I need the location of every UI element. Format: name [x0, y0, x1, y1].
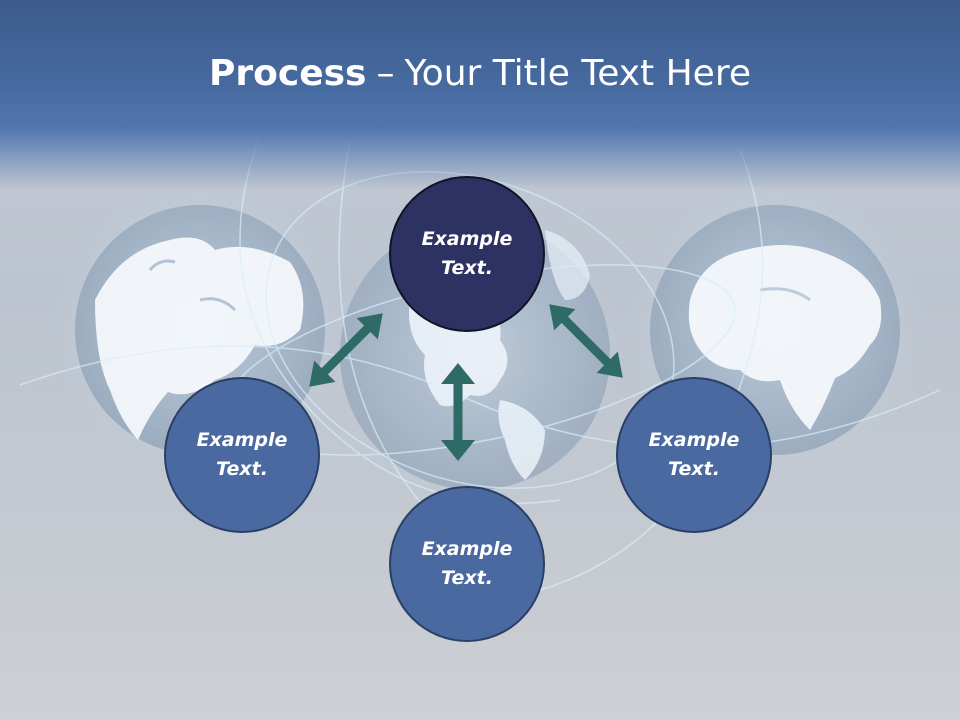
header-band: [0, 0, 960, 190]
arrow-top-left: [309, 313, 383, 387]
node-right: Example Text.: [616, 377, 772, 533]
node-top: Example Text.: [389, 176, 545, 332]
node-bottom-label: Example Text.: [421, 538, 513, 589]
node-right-label: Example Text.: [648, 429, 740, 480]
node-left-label: Example Text.: [196, 429, 288, 480]
title-bold-part: Process: [208, 53, 367, 94]
slide-title: Process–Your Title Text Here: [0, 52, 960, 96]
arrow-top-right: [549, 304, 623, 378]
arrow-top-bottom: [441, 363, 475, 461]
node-left: Example Text.: [164, 377, 320, 533]
title-separator: –: [376, 53, 395, 94]
title-rest: Your Title Text Here: [404, 53, 751, 94]
node-bottom: Example Text.: [389, 486, 545, 642]
node-top-label: Example Text.: [421, 228, 513, 279]
